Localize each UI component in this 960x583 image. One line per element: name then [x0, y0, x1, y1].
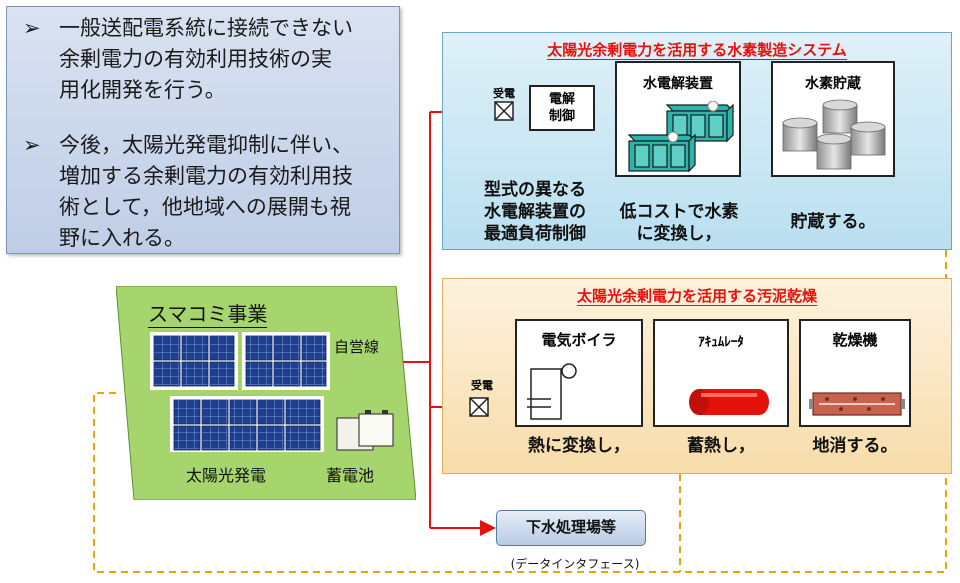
receive-switch-icon [469, 397, 489, 417]
site-title: スマコミ事業 [148, 298, 268, 328]
solar-label: 太陽光発電 [186, 466, 267, 485]
sludge-drying-panel: 太陽光余剰電力を活用する汚泥乾燥 受電 電気ボイラ ｱｷｭﾑﾚｰﾀ 乾燥機 [442, 278, 952, 474]
caption-heat-convert: 熱に変換し， [528, 436, 630, 456]
dryer-icon [809, 392, 905, 416]
private-line-label: 自営線 [334, 338, 380, 356]
caption-convert-hydrogen: 低コストで水素 に変換し， [619, 202, 739, 244]
caption-load-control: 型式の異なる 水電解装置の 最適負荷制御 [484, 180, 586, 244]
electrolyzer-box: 水電解装置 [615, 61, 741, 177]
hydrogen-panel-title: 太陽光余剰電力を活用する水素製造システム [547, 41, 847, 60]
accumulator-box: ｱｷｭﾑﾚｰﾀ [653, 319, 789, 427]
caption-local-consume: 地消する。 [812, 436, 898, 456]
electrolyzer-units-icon [627, 101, 735, 173]
receive-label: 受電 [493, 87, 515, 100]
electric-boiler-box: 電気ボイラ [515, 319, 643, 427]
dryer-box: 乾燥機 [799, 319, 911, 427]
hydrogen-system-panel: 太陽光余剰電力を活用する水素製造システム 受電 電解 制御 水電解装置 [442, 32, 952, 250]
receive-switch-icon [494, 101, 514, 121]
storage-tanks-icon [782, 99, 886, 170]
sewage-plant-box: 下水処理場等 [496, 510, 646, 546]
bullet-arrow-icon: ➢ [23, 133, 41, 157]
hydrogen-storage-box: 水素貯蔵 [771, 61, 895, 177]
data-interface-label: (データインタフェース) [510, 557, 640, 571]
sludge-panel-title: 太陽光余剰電力を活用する汚泥乾燥 [576, 287, 817, 306]
accumulator-tank-icon [689, 389, 769, 415]
caption-heat-store: 蓄熱し， [687, 436, 755, 456]
boiler-icon [527, 363, 577, 420]
caption-store: 貯蔵する。 [790, 212, 876, 232]
solar-panels-icon [150, 332, 330, 452]
notes-box: ➢ 一般送配電系統に接続できない 余剰電力の有効利用技術の実 用化開発を行う。 … [6, 6, 400, 254]
electrolysis-control-box: 電解 制御 [529, 85, 595, 131]
battery-icon [336, 410, 394, 451]
receive-label: 受電 [471, 379, 493, 392]
battery-label: 蓄電池 [326, 466, 375, 485]
bullet-arrow-icon: ➢ [23, 16, 41, 40]
